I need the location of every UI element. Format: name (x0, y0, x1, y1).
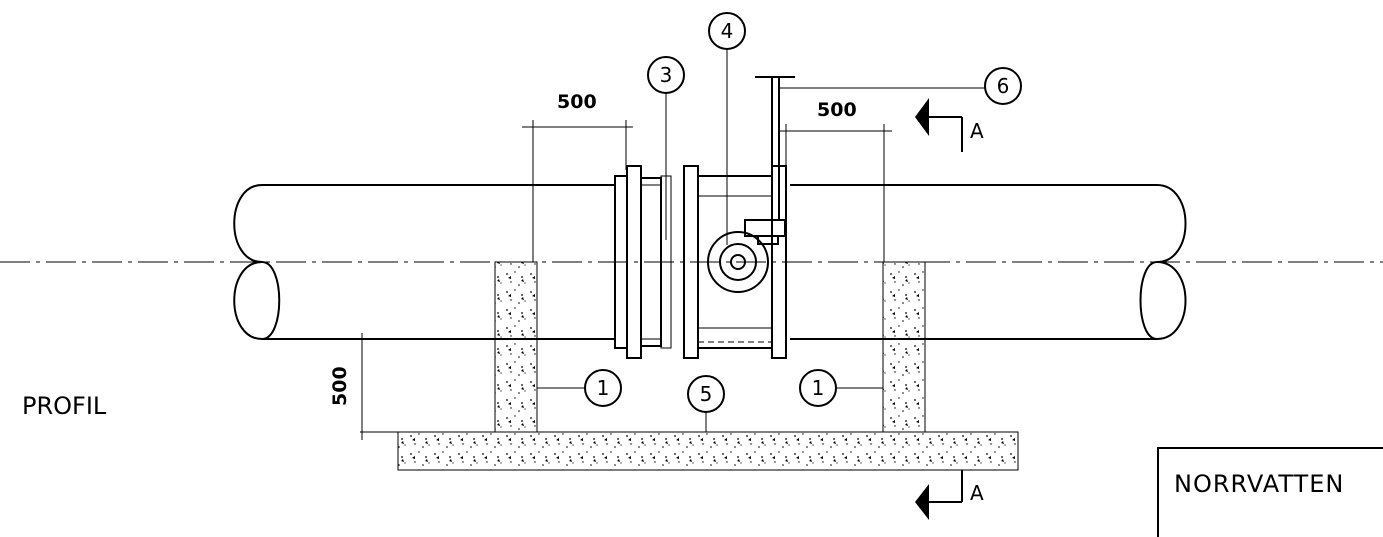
dimension-vertical: 500 (329, 333, 495, 440)
profile-drawing: 500 500 500 3 4 6 1 5 (0, 12, 1383, 520)
company-name: NORRVATTEN (1174, 470, 1345, 498)
left-support (494, 261, 538, 433)
right-support (882, 261, 926, 433)
item-bubble-5: 5 (687, 375, 725, 432)
svg-text:1: 1 (597, 376, 610, 400)
section-mark-top: A (915, 98, 984, 152)
section-mark-bottom: A (915, 470, 984, 520)
svg-text:A: A (970, 119, 984, 143)
svg-text:6: 6 (997, 74, 1010, 98)
right-pipe (790, 184, 1187, 340)
svg-text:3: 3 (660, 63, 673, 87)
dim-vertical-text: 500 (329, 366, 351, 406)
svg-text:5: 5 (700, 382, 713, 406)
item-bubble-1-left: 1 (537, 369, 622, 407)
dimension-right: 500 (780, 99, 892, 262)
title-block (1157, 447, 1383, 537)
flange-adaptor (614, 165, 672, 359)
item-bubble-3: 3 (647, 56, 685, 240)
dim-left-top-text: 500 (557, 91, 597, 113)
dimension-left: 500 (522, 91, 633, 262)
item-bubble-1-right: 1 (799, 369, 883, 407)
extension-spindle (755, 76, 795, 220)
dim-right-top-text: 500 (817, 99, 857, 121)
item-bubble-4: 4 (708, 12, 746, 245)
svg-text:A: A (970, 481, 984, 505)
view-label: PROFIL (22, 392, 107, 420)
svg-text:4: 4 (721, 19, 734, 43)
svg-text:1: 1 (812, 376, 825, 400)
foundation-slab (397, 431, 1019, 471)
item-bubble-6: 6 (779, 67, 1022, 105)
